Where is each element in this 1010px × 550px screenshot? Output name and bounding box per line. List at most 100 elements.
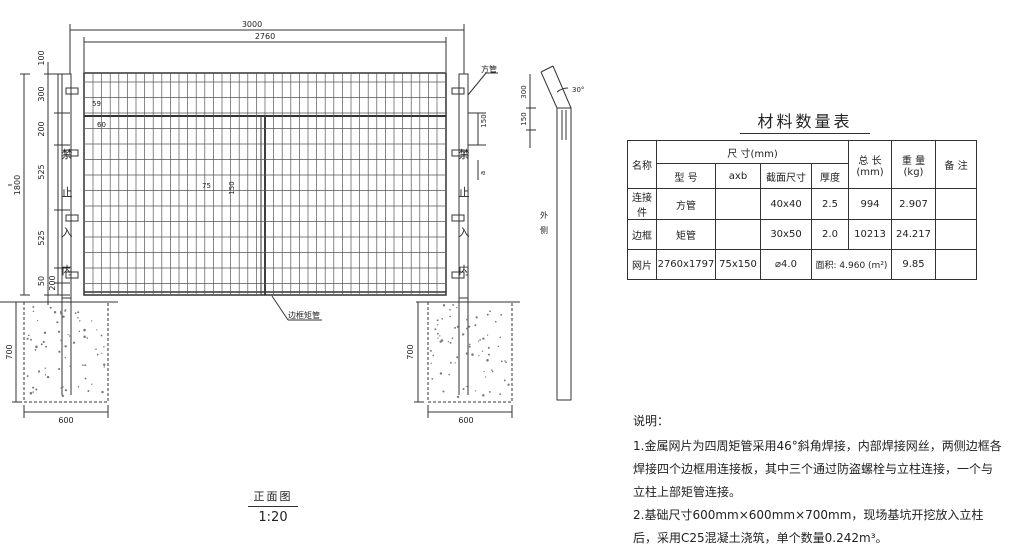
- header-thickness: 厚度: [811, 163, 849, 189]
- dim-foundation-depth-right: 700: [406, 344, 415, 359]
- header-name: 名称: [627, 140, 657, 189]
- table-row: 连接件 方管 40x40 2.5 994 2.907: [627, 188, 977, 220]
- concrete-speckle: [482, 394, 485, 397]
- concrete-speckle: [499, 393, 502, 395]
- notes-section: 说明： 1.金属网片为四周矩管采用46°斜角焊接，内部焊接网丝，两侧边框各焊接四…: [633, 410, 1003, 550]
- concrete-speckle: [475, 316, 478, 319]
- header-weight: 重 量 (kg): [891, 140, 936, 189]
- concrete-speckle: [499, 336, 502, 339]
- concrete-speckle: [77, 311, 80, 314]
- header-type: 型 号: [656, 163, 716, 189]
- dim-post-top: 300: [37, 86, 46, 101]
- concrete-speckle: [430, 349, 432, 352]
- header-weight-unit: (kg): [903, 166, 924, 178]
- concrete-speckle: [32, 310, 35, 313]
- concrete-speckle: [100, 334, 103, 337]
- row-2-weight: 24.217: [891, 219, 936, 250]
- dim-panel: 2760: [255, 32, 275, 41]
- notes-heading: 说明：: [633, 414, 670, 428]
- concrete-speckle: [466, 385, 468, 388]
- concrete-speckle: [74, 312, 77, 314]
- concrete-speckle: [44, 374, 47, 376]
- concrete-speckle: [60, 386, 63, 390]
- concrete-speckle: [487, 353, 490, 356]
- concrete-speckle: [95, 348, 97, 351]
- header-length: 总 长 (mm): [848, 140, 892, 189]
- concrete-speckle: [504, 360, 506, 362]
- concrete-speckle: [454, 326, 457, 329]
- concrete-speckle: [450, 361, 452, 364]
- dim-rail-gap: 200: [37, 121, 46, 136]
- row-1-thickness: 2.5: [811, 188, 849, 220]
- concrete-speckle: [439, 335, 441, 337]
- concrete-speckle: [96, 329, 98, 331]
- side-dim-top: 300: [520, 85, 528, 98]
- header-section: 截面尺寸: [760, 163, 812, 189]
- dim-foundation-depth-left: 700: [5, 344, 14, 359]
- concrete-speckle: [34, 349, 37, 351]
- concrete-speckle: [474, 324, 477, 327]
- concrete-speckle: [84, 377, 87, 380]
- concrete-speckle: [440, 339, 444, 342]
- concrete-speckle: [83, 328, 86, 332]
- concrete-speckle: [494, 320, 497, 323]
- concrete-speckle: [79, 320, 81, 322]
- concrete-speckle: [491, 369, 493, 371]
- row-3-area: 面积: 4.960 (m²): [811, 249, 892, 280]
- concrete-speckle: [500, 313, 503, 316]
- row-1-length: 994: [848, 188, 892, 220]
- concrete-speckle: [37, 319, 39, 322]
- concrete-speckle: [436, 319, 439, 322]
- dim-right-a: a: [479, 171, 487, 175]
- row-2-name: 边框: [627, 219, 657, 250]
- concrete-speckle: [451, 337, 454, 339]
- concrete-speckle: [53, 311, 57, 314]
- row-1-weight: 2.907: [891, 188, 936, 220]
- dim-top-offset: 100: [37, 50, 46, 65]
- concrete-speckle: [497, 345, 500, 348]
- notes-item-1: 1.金属网片为四周矩管采用46°斜角焊接，内部焊接网丝，两侧边框各焊接四个边框用…: [633, 439, 1002, 499]
- table-row: 网片 2760x1797 75x150 ⌀4.0 面积: 4.960 (m²) …: [627, 249, 977, 280]
- dim-bottom-rail: 200: [48, 275, 57, 290]
- concrete-speckle: [40, 343, 43, 346]
- front-view-scale: 1:20: [258, 510, 288, 525]
- concrete-speckle: [442, 304, 446, 307]
- concrete-speckle: [83, 335, 86, 339]
- concrete-speckle: [479, 339, 481, 341]
- concrete-speckle: [72, 341, 76, 344]
- concrete-speckle: [487, 346, 490, 349]
- row-2-axb: [715, 219, 761, 250]
- concrete-speckle: [468, 343, 471, 346]
- concrete-speckle: [483, 370, 485, 373]
- dim-right-150: 150: [480, 114, 488, 127]
- concrete-speckle: [91, 320, 93, 322]
- notes-item-2: 2.基础尺寸600mm×600mm×700mm，现场基坑开挖放入立柱后，采用C2…: [633, 508, 984, 545]
- concrete-speckle: [449, 308, 451, 311]
- concrete-speckle: [58, 350, 61, 353]
- side-label-char-1: 外: [540, 210, 548, 220]
- warning-left-char-2: 止: [62, 186, 73, 199]
- concrete-speckle: [32, 386, 35, 389]
- dim-lower-span: 525: [37, 230, 46, 245]
- row-2-section: 30x50: [760, 219, 812, 250]
- concrete-speckle: [471, 353, 474, 356]
- concrete-speckle: [452, 304, 455, 306]
- concrete-speckle: [465, 352, 469, 355]
- concrete-speckle: [441, 317, 444, 320]
- table-row: 边框 矩管 30x50 2.0 10213 24.217: [627, 219, 977, 250]
- row-3-name: 网片: [627, 249, 657, 280]
- concrete-speckle: [87, 390, 90, 392]
- concrete-speckle: [64, 310, 66, 312]
- concrete-speckle: [437, 337, 439, 339]
- concrete-speckle: [30, 338, 32, 341]
- dim-small-b: 60: [97, 121, 106, 129]
- header-size: 尺 寸(mm): [656, 140, 849, 164]
- label-square-tube: 方管: [481, 64, 497, 74]
- dim-total-height: 1800: [13, 175, 22, 195]
- concrete-speckle: [60, 339, 63, 342]
- dim-mesh-h: 150: [228, 181, 236, 194]
- concrete-speckle: [67, 333, 69, 336]
- concrete-speckle: [477, 340, 480, 342]
- dim-mesh-w: 75: [202, 182, 211, 190]
- concrete-speckle: [77, 317, 79, 319]
